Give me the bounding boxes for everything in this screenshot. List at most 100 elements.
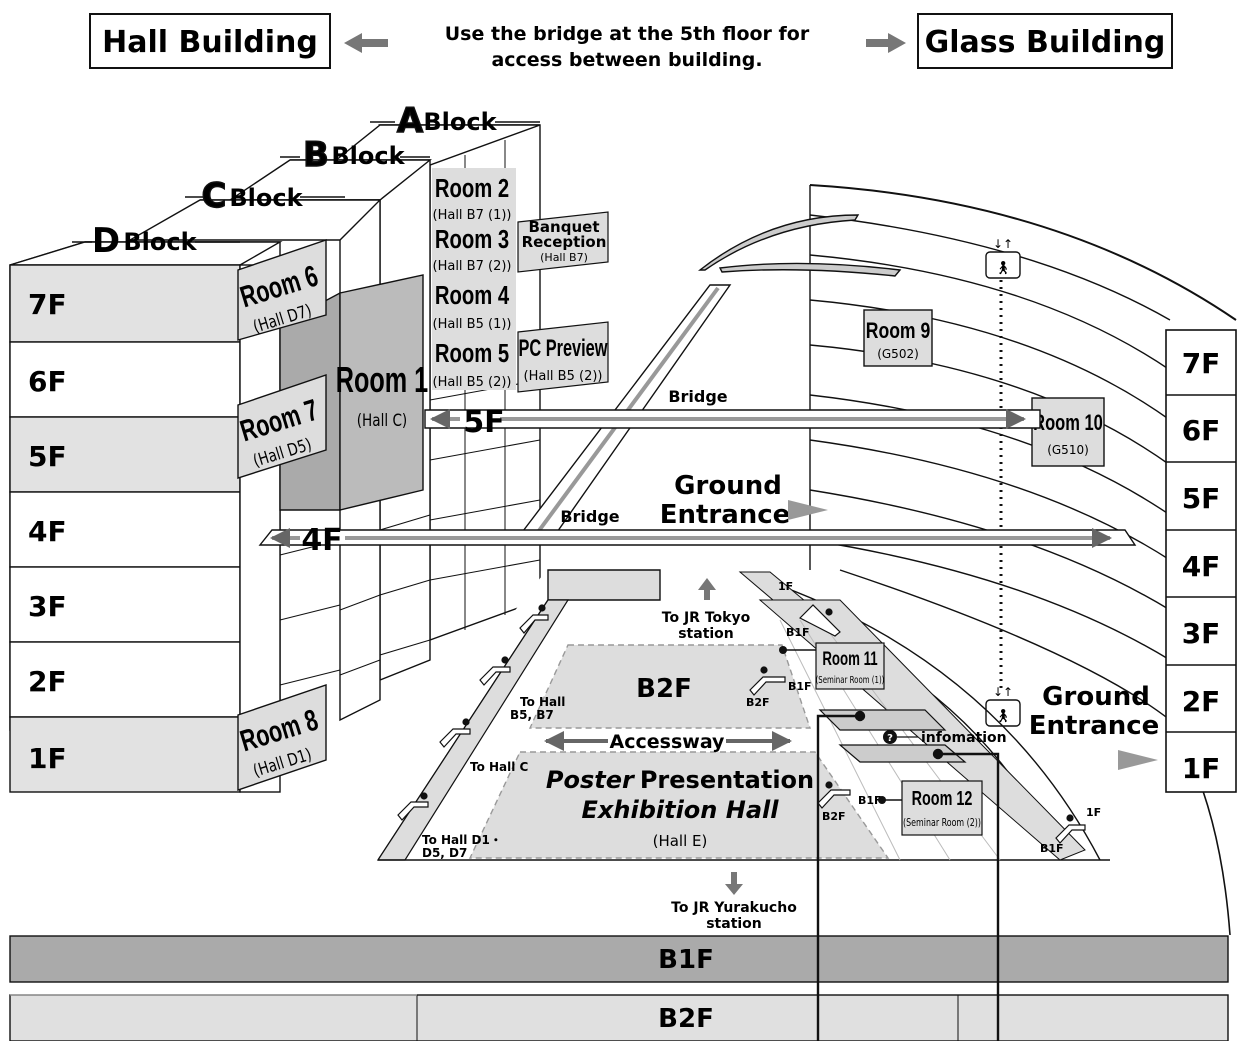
- hall-e-label: (Hall E): [653, 832, 708, 850]
- room5-name: Room 5: [435, 339, 509, 368]
- to-hall-c: To Hall C: [470, 760, 529, 774]
- esc-mid-b2f: B2F: [746, 696, 770, 709]
- room1-sub: (Hall C): [357, 411, 407, 431]
- room12-sign: Room 12 (Seminar Room (2)): [878, 780, 983, 836]
- room11-sub: (Seminar Room (1)): [816, 675, 885, 687]
- bridge-5f-label: 5F: [463, 405, 504, 440]
- svg-text:↓↑: ↓↑: [993, 685, 1013, 699]
- to-jr-tokyo: To JR Tokyo: [662, 610, 751, 626]
- room12-name: Room 12: [912, 787, 973, 810]
- room10-name: Room 10: [1033, 411, 1103, 436]
- accessway-label: Accessway: [610, 731, 726, 753]
- left-arrow-icon: [344, 33, 388, 53]
- glass-floor-1f: 1F: [1182, 752, 1221, 785]
- room2-name: Room 2: [435, 174, 509, 203]
- roof-fins: [697, 214, 902, 277]
- c-block-letter: C: [202, 176, 227, 216]
- hall-floor-labels: 7F 6F 5F 4F 3F 2F 1F: [28, 288, 67, 775]
- elevator-lower: 🚶︎ ↓↑: [985, 685, 1021, 727]
- escalator-icon: [749, 666, 786, 696]
- hall-floor-3f: 3F: [28, 590, 67, 623]
- ground-entrance-right-line1: Ground: [1042, 682, 1150, 712]
- room11-sign: Room 11 (Seminar Room (1)): [779, 642, 885, 690]
- escalator-labels: 1F B1F B1F B2F B1F B2F 1F B1F: [746, 580, 1101, 855]
- svg-text:?: ?: [887, 733, 893, 744]
- ground-entrance-center-line2: Entrance: [660, 500, 791, 530]
- room11-name: Room 11: [822, 649, 877, 670]
- hall-floor-6f: 6F: [28, 365, 67, 398]
- a-block-room-labels: Room 2 (Hall B7 (1)) Room 3 (Hall B7 (2)…: [432, 168, 516, 390]
- room5-sub: (Hall B5 (2)): [433, 375, 512, 390]
- to-hall-b-line2: B5, B7: [510, 708, 554, 722]
- poster-italic: Poster: [546, 766, 636, 794]
- room9-name: Room 9: [866, 319, 930, 343]
- b2f-area-label: B2F: [636, 674, 692, 704]
- ground-entrance-center-line1: Ground: [674, 471, 782, 501]
- esc-upper-b1f: B1F: [786, 626, 810, 639]
- b-block-word: Block: [331, 142, 405, 170]
- glass-floor-6f: 6F: [1182, 414, 1221, 447]
- esc-low-b2f: B2F: [822, 810, 846, 823]
- hall-floor-column: [9, 264, 281, 793]
- d-block-letter: D: [92, 221, 120, 261]
- to-jr-tokyo-line2: station: [678, 626, 734, 642]
- room9-sign: Room 9 (G502): [863, 309, 933, 367]
- escalator-icon: [798, 604, 841, 637]
- poster-line2: Exhibition Hall: [582, 796, 780, 824]
- room4-name: Room 4: [435, 281, 509, 310]
- room12-sub: (Seminar Room (2)): [903, 817, 981, 830]
- pc-preview-sub: (Hall B5 (2)): [524, 369, 603, 384]
- right-arrow-icon: [866, 33, 906, 53]
- bridge-lower-label: Bridge: [560, 507, 619, 526]
- basement-labels: To Hall B5, B7 To Hall C To Hall D1・ D5,…: [422, 578, 797, 932]
- banquet-sub: (Hall B7): [540, 251, 588, 264]
- a-block-letter: A: [397, 101, 424, 141]
- room10-sign: Room 10 (G510): [1031, 397, 1105, 467]
- room3-name: Room 3: [435, 225, 509, 254]
- hall-floor-1f: 1F: [28, 742, 67, 775]
- a-block-word: Block: [423, 108, 497, 136]
- escalator-icon: [1055, 814, 1086, 844]
- escalator-icon: [439, 718, 471, 748]
- level-bands: B1F B2F: [9, 935, 1229, 1041]
- glass-floor-5f: 5F: [1182, 482, 1221, 515]
- ground-entrance-right-arrow-icon: [1118, 750, 1158, 770]
- d-block-word: Block: [123, 228, 197, 256]
- glass-floor-3f: 3F: [1182, 617, 1221, 650]
- bridges: [258, 284, 1137, 548]
- pc-preview-sign: PC Preview (Hall B5 (2)): [517, 321, 609, 393]
- hall-floor-5f: 5F: [28, 440, 67, 473]
- esc-upper-1f: 1F: [778, 580, 793, 593]
- esc-right-b1f: B1F: [1040, 842, 1064, 855]
- pc-preview-name: PC Preview: [519, 335, 608, 362]
- to-jr-yurakucho-arrow-icon: [725, 872, 743, 895]
- glass-building-box: [917, 13, 1173, 69]
- to-jr-yurakucho: To JR Yurakucho: [671, 900, 797, 916]
- escalator-icon: [519, 604, 549, 634]
- room2-sub: (Hall B7 (1)): [433, 208, 512, 223]
- to-hall-b: To Hall: [520, 695, 565, 709]
- bridge-note-line2: access between building.: [491, 49, 762, 71]
- escalators: [397, 604, 1086, 844]
- hall-building-box: [89, 13, 331, 69]
- glass-floor-column: 7F 6F 5F 4F 3F 2F 1F: [1165, 329, 1237, 793]
- esc-low-b1f: B1F: [858, 794, 882, 807]
- level-b1f-label: B1F: [658, 945, 714, 975]
- room1-name: Room 1: [336, 360, 428, 401]
- room7-sign: Room 7 (Hall D5): [236, 374, 327, 479]
- c-block-word: Block: [229, 184, 303, 212]
- elevator-upper: 🚶︎ ↓↑: [985, 237, 1021, 279]
- ground-entrance-center-arrow-icon: [788, 500, 828, 520]
- esc-right-1f: 1F: [1086, 806, 1101, 819]
- glass-building-label: Glass Building: [925, 25, 1166, 60]
- svg-text:↓↑: ↓↑: [993, 237, 1013, 251]
- to-hall-d: To Hall D1・: [422, 833, 502, 847]
- information-label: infomation: [921, 730, 1007, 746]
- bridge-upper-label: Bridge: [668, 387, 727, 406]
- elevator-icon: 🚶︎: [995, 261, 1012, 276]
- hall-building-label: Hall Building: [102, 25, 318, 60]
- glass-floor-2f: 2F: [1182, 685, 1221, 718]
- poster-rest: Presentation: [640, 766, 814, 794]
- hall-floor-7f: 7F: [28, 288, 67, 321]
